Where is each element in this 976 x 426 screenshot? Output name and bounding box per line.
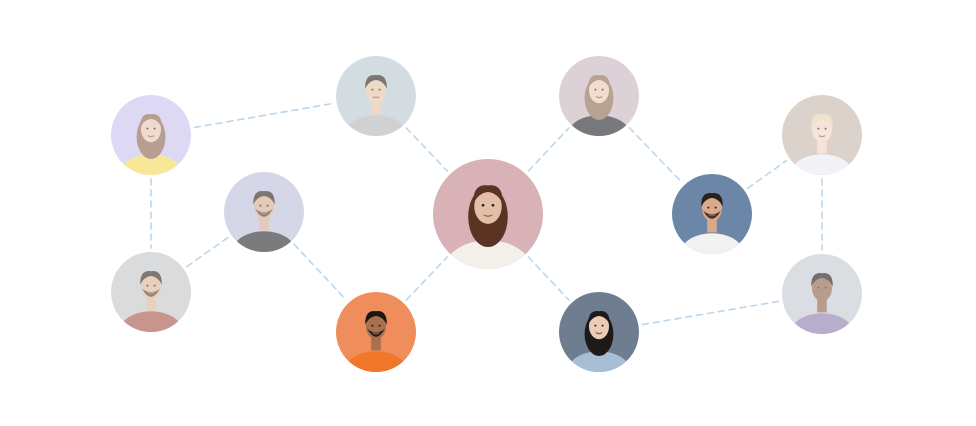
- avatar-man-black-tee[interactable]: [224, 172, 304, 271]
- avatar-man-orange-jacket[interactable]: [336, 292, 416, 391]
- avatar-man-purple-shirt[interactable]: [782, 254, 862, 353]
- connection-woman-denim-man-purple-shirt: [641, 300, 780, 326]
- avatar-man-white-tee[interactable]: [672, 174, 752, 273]
- avatar-nodes: [111, 56, 862, 391]
- connection-lines: [150, 102, 823, 326]
- avatar-woman-denim[interactable]: [559, 292, 639, 391]
- connection-center-woman-woman-denim: [527, 256, 570, 301]
- connection-man-white-tee-man-blond: [746, 159, 788, 190]
- avatar-man-flannel[interactable]: [111, 252, 191, 351]
- connection-man-gray-shirt-center-woman: [405, 127, 449, 172]
- avatar-man-gray-shirt[interactable]: [336, 56, 416, 155]
- avatar-center-woman[interactable]: [433, 159, 543, 295]
- connection-center-woman-woman-long-hair: [527, 127, 570, 172]
- avatar-man-blond[interactable]: [782, 95, 862, 194]
- connection-man-orange-jacket-center-woman: [405, 255, 449, 301]
- avatar-woman-yellow-top[interactable]: [111, 95, 191, 194]
- connection-man-black-tee-man-orange-jacket: [293, 243, 347, 301]
- connection-man-flannel-man-black-tee: [186, 236, 229, 268]
- connection-woman-long-hair-man-white-tee: [628, 127, 683, 183]
- avatar-woman-long-hair[interactable]: [559, 56, 639, 155]
- connection-woman-yellow-top-man-gray-shirt: [193, 102, 334, 129]
